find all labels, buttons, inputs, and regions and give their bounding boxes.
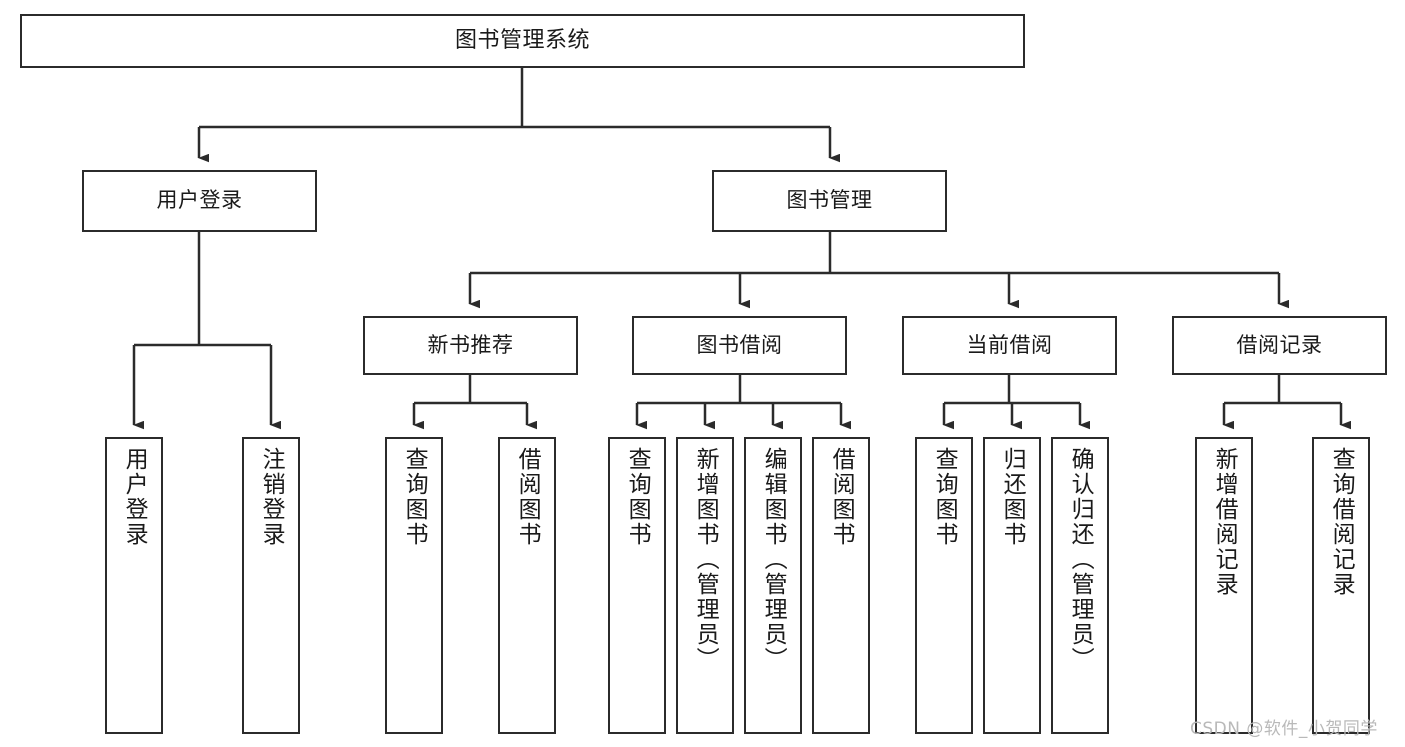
- node-label: 新增借阅记录: [1211, 447, 1238, 597]
- node-leaf-add-borrow-record[interactable]: 新增借阅记录: [1195, 437, 1253, 734]
- node-leaf-query-borrow-record[interactable]: 查询借阅记录: [1312, 437, 1370, 734]
- node-book-borrow[interactable]: 图书借阅: [632, 316, 847, 375]
- node-label: 用户登录: [156, 188, 243, 213]
- node-label: 用户登录: [121, 447, 148, 547]
- node-user-login[interactable]: 用户登录: [82, 170, 317, 232]
- node-label: 当前借阅: [966, 332, 1053, 357]
- node-current-borrow[interactable]: 当前借阅: [902, 316, 1117, 375]
- node-leaf-user-login[interactable]: 用户登录: [105, 437, 163, 734]
- node-label: 借阅图书: [514, 447, 541, 547]
- node-label: 确认归还（管理员）: [1067, 447, 1094, 672]
- node-leaf-borrow-book-recommend[interactable]: 借阅图书: [498, 437, 556, 734]
- node-borrow-record[interactable]: 借阅记录: [1172, 316, 1387, 375]
- node-leaf-query-book-current[interactable]: 查询图书: [915, 437, 973, 734]
- node-leaf-add-book-admin[interactable]: 新增图书（管理员）: [676, 437, 734, 734]
- node-label: 查询图书: [624, 447, 651, 547]
- node-label: 借阅图书: [828, 447, 855, 547]
- node-leaf-edit-book-admin[interactable]: 编辑图书（管理员）: [744, 437, 802, 734]
- node-label: 图书管理: [786, 188, 873, 213]
- node-book-management[interactable]: 图书管理: [712, 170, 947, 232]
- node-label: 查询借阅记录: [1328, 447, 1355, 597]
- node-root-system[interactable]: 图书管理系统: [20, 14, 1025, 68]
- node-label: 编辑图书（管理员）: [760, 447, 787, 672]
- node-label: 新书推荐: [427, 332, 514, 357]
- node-label: 查询图书: [931, 447, 958, 547]
- node-label: 借阅记录: [1236, 332, 1323, 357]
- node-label: 注销登录: [258, 447, 285, 547]
- node-label: 图书借阅: [696, 332, 783, 357]
- node-leaf-query-book-recommend[interactable]: 查询图书: [385, 437, 443, 734]
- node-label: 查询图书: [401, 447, 428, 547]
- node-label: 图书管理系统: [454, 27, 590, 53]
- node-label: 新增图书（管理员）: [692, 447, 719, 672]
- node-leaf-confirm-return-admin[interactable]: 确认归还（管理员）: [1051, 437, 1109, 734]
- node-leaf-logout[interactable]: 注销登录: [242, 437, 300, 734]
- node-new-book-recommend[interactable]: 新书推荐: [363, 316, 578, 375]
- node-leaf-return-book[interactable]: 归还图书: [983, 437, 1041, 734]
- node-leaf-borrow-book[interactable]: 借阅图书: [812, 437, 870, 734]
- node-leaf-query-book-borrow[interactable]: 查询图书: [608, 437, 666, 734]
- node-label: 归还图书: [999, 447, 1026, 547]
